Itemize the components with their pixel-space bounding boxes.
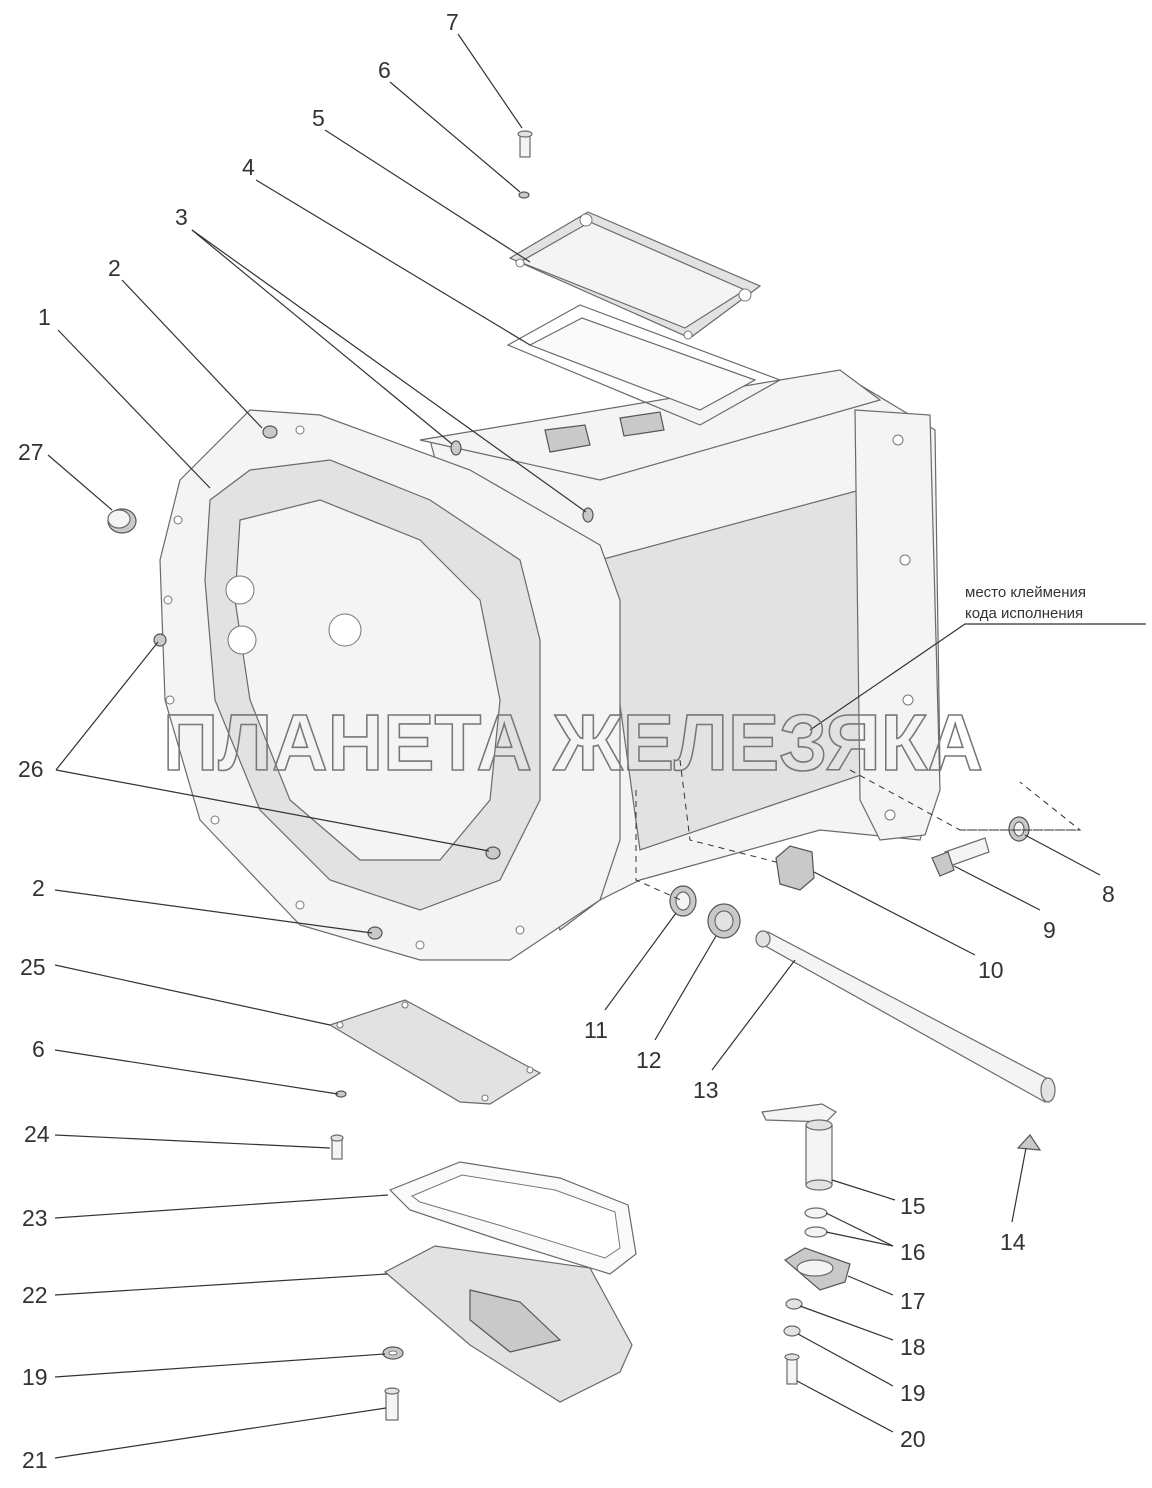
callout-8: 8 [1102,881,1115,907]
callout-14: 14 [1000,1229,1026,1255]
callout-24: 24 [24,1121,50,1147]
callout-6-bottom: 6 [32,1036,45,1062]
washer-18 [785,1298,803,1310]
callout-3: 3 [175,204,188,230]
callout-12: 12 [636,1047,662,1073]
top-gasket [506,304,782,426]
seal-ring-8 [1008,816,1030,842]
washer-11 [669,885,697,917]
cover-25 [328,999,542,1105]
note-line-2: кода исполнения [965,605,1083,622]
callout-11: 11 [584,1017,608,1043]
callout-21: 21 [22,1447,48,1473]
gearbox-housing [153,369,941,961]
callout-22: 22 [22,1282,48,1308]
callout-15: 15 [900,1193,926,1219]
assembly-dash-lines [635,759,1082,902]
washer-6-top [518,191,530,199]
seal-12 [707,903,741,939]
leader-lines [47,33,1146,1459]
callout-20: 20 [900,1426,926,1452]
callout-27: 27 [18,439,44,465]
callout-5: 5 [312,105,325,131]
shaft-13 [755,930,1056,1103]
callout-26: 26 [18,756,44,782]
callout-labels: 1 2 3 4 5 6 7 27 26 2 25 6 24 23 22 19 2… [18,9,1115,1473]
key-14 [1016,1134,1042,1151]
plug-27 [107,508,137,534]
gasket-17 [783,1247,851,1291]
bolt-21 [384,1387,400,1421]
callout-1: 1 [38,304,51,330]
callout-25: 25 [20,954,46,980]
callout-10: 10 [978,957,1004,983]
o-rings-16 [804,1207,828,1238]
callout-17: 17 [900,1288,926,1314]
stamp-location-note: место клеймения кода исполнения [965,584,1086,622]
callout-16: 16 [900,1239,926,1265]
bolt-9 [931,837,990,877]
callout-2-top: 2 [108,255,121,281]
cover-bolt-7 [517,130,533,158]
gasket-23 [388,1161,637,1275]
lever-15 [761,1103,837,1191]
callout-23: 23 [22,1205,48,1231]
callout-18: 18 [900,1334,926,1360]
callout-2-bottom: 2 [32,875,45,901]
callout-4: 4 [242,154,255,180]
note-line-1: место клеймения [965,584,1086,601]
plug-10 [775,845,815,891]
callout-19-left: 19 [22,1364,48,1390]
bolt-24 [330,1134,344,1160]
callout-13: 13 [693,1077,719,1103]
washer-19-left [382,1346,404,1360]
washer-19-right [783,1325,801,1337]
pan-22 [383,1245,633,1403]
callout-7: 7 [446,9,459,35]
watermark: ПЛАНЕТА ЖЕЛЕЗЯКА [163,698,983,787]
callout-19-right: 19 [900,1380,926,1406]
bolt-20 [784,1353,800,1385]
callout-9: 9 [1043,917,1056,943]
callout-6-top: 6 [378,57,391,83]
top-cover [508,211,762,340]
